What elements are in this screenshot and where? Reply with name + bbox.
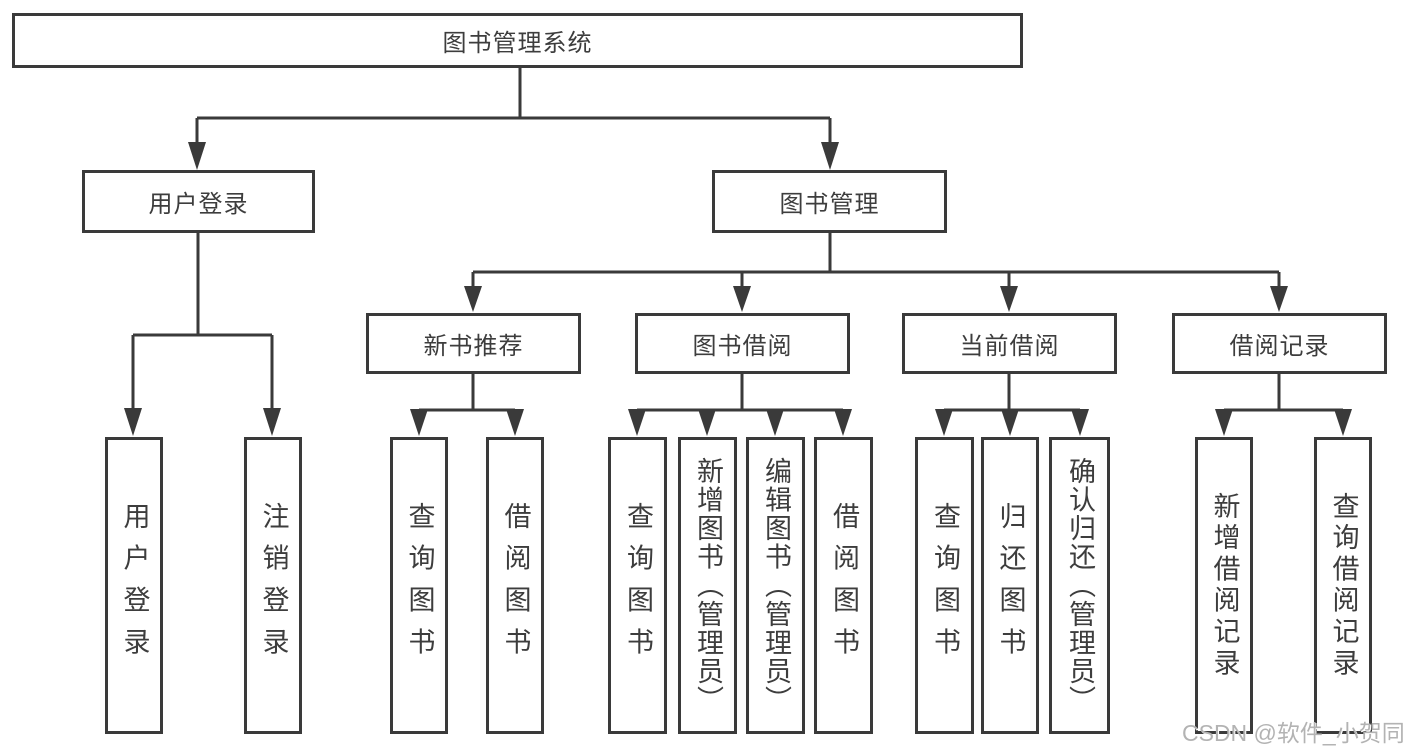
connector-new-book-recommend-children — [410, 374, 524, 436]
node-label: 确认归还（管理员） — [1065, 456, 1095, 715]
node-borrow-records: 借阅记录 — [1172, 313, 1387, 374]
node-label: 当前借阅 — [959, 333, 1060, 360]
connector-borrow-records-children — [1215, 374, 1352, 436]
leaf-query-books: 查询图书 — [390, 437, 448, 734]
node-label: 图书管理系统 — [442, 30, 593, 57]
node-label: 借阅记录 — [1229, 333, 1330, 360]
leaf-query-borrow-record: 查询借阅记录 — [1314, 437, 1372, 734]
leaf-confirm-return-admin: 确认归还（管理员） — [1049, 437, 1110, 734]
leaf-return-books: 归还图书 — [981, 437, 1039, 734]
node-current-borrow: 当前借阅 — [902, 313, 1117, 374]
connector-current-borrow-children — [935, 374, 1089, 436]
node-new-book-recommend: 新书推荐 — [366, 313, 581, 374]
node-label: 查询图书 — [623, 501, 653, 670]
connector-user-login-children — [124, 233, 281, 436]
csdn-watermark: CSDN @软件_小贺同学 — [1182, 720, 1405, 746]
leaf-borrow-books: 借阅图书 — [814, 437, 873, 734]
node-label: 新增借阅记录 — [1209, 491, 1240, 680]
node-user-login-branch: 用户登录 — [82, 170, 315, 233]
leaf-logout: 注销登录 — [244, 437, 302, 734]
leaf-add-borrow-record: 新增借阅记录 — [1195, 437, 1253, 734]
connector-book-management-children — [464, 233, 1288, 312]
node-label: 新增图书（管理员） — [693, 456, 723, 715]
leaf-borrow-books: 借阅图书 — [486, 437, 544, 734]
node-label: 查询图书 — [930, 501, 960, 670]
node-library-management-system: 图书管理系统 — [12, 13, 1023, 68]
node-label: 查询借阅记录 — [1328, 491, 1359, 680]
node-label: 用户登录 — [119, 501, 150, 670]
node-label: 编辑图书（管理员） — [761, 456, 791, 715]
node-label: 借阅图书 — [500, 501, 531, 670]
leaf-query-books: 查询图书 — [915, 437, 974, 734]
node-book-management: 图书管理 — [712, 170, 947, 233]
node-label: 归还图书 — [995, 501, 1026, 670]
node-label: 查询图书 — [404, 501, 435, 670]
leaf-query-books: 查询图书 — [608, 437, 667, 734]
node-label: 新书推荐 — [423, 333, 524, 360]
node-label: 借阅图书 — [829, 501, 859, 670]
node-book-borrow: 图书借阅 — [635, 313, 850, 374]
node-label: 图书管理 — [779, 191, 880, 218]
node-label: 注销登录 — [258, 501, 289, 670]
connector-root-to-level2 — [188, 68, 839, 170]
connector-book-borrow-children — [628, 374, 852, 436]
node-label: 图书借阅 — [692, 333, 793, 360]
leaf-user-login: 用户登录 — [105, 437, 163, 734]
leaf-edit-books-admin: 编辑图书（管理员） — [746, 437, 805, 734]
leaf-add-books-admin: 新增图书（管理员） — [678, 437, 737, 734]
node-label: 用户登录 — [148, 191, 249, 218]
